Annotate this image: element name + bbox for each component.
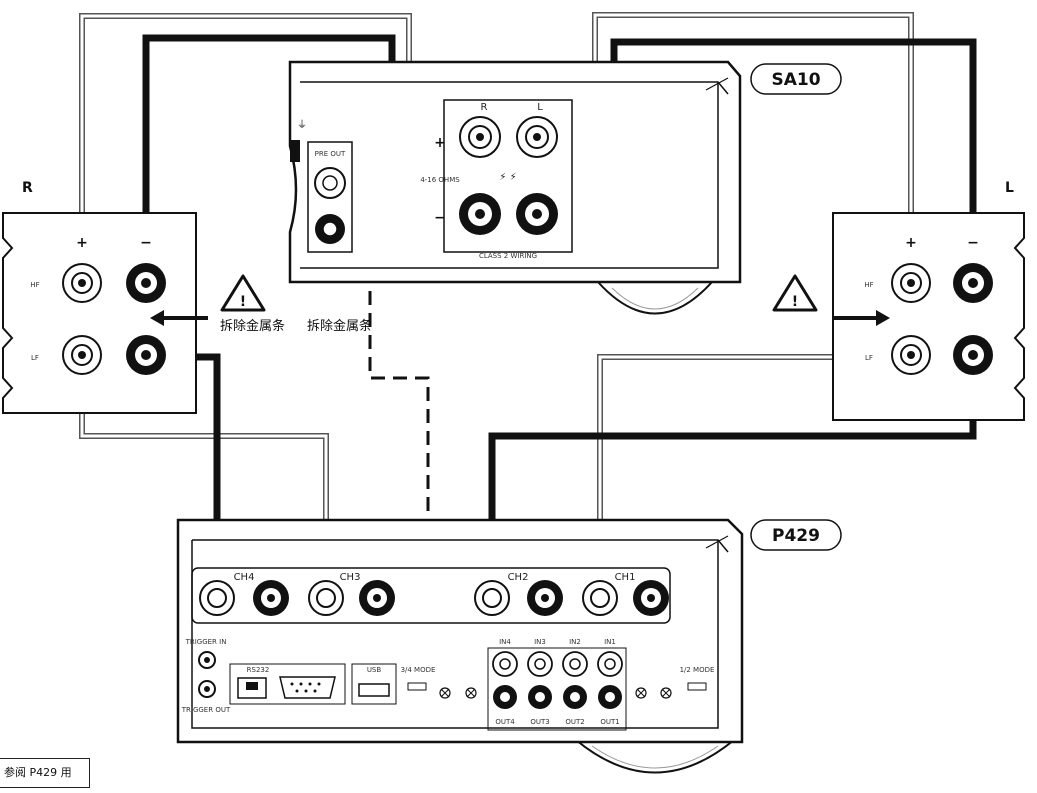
left-hf-label: HF (30, 281, 39, 289)
left-speaker-label: R (22, 180, 33, 196)
in2-label: IN2 (569, 638, 581, 646)
left-lf-label: LF (31, 354, 39, 362)
svg-text:!: ! (240, 294, 246, 310)
sa10-speaker-block (443, 99, 573, 253)
right-warning: ! (772, 274, 890, 326)
right-hf-minus-sign: − (967, 235, 979, 251)
p429-output-strip (191, 567, 671, 624)
left-speaker-r: R + − HF LF (2, 180, 197, 414)
warning-text-right: 拆除金属条 (307, 318, 372, 334)
right-speaker-label: L (1005, 180, 1014, 196)
usb-label: USB (367, 666, 382, 674)
out1-label: OUT1 (600, 718, 619, 726)
out4-label: OUT4 (495, 718, 515, 726)
ch4-label: CH4 (234, 572, 255, 583)
left-warning: ! 拆除金属条 拆除金属条 (150, 274, 372, 334)
ch2-label: CH2 (508, 572, 529, 583)
in4-label: IN4 (499, 638, 511, 646)
out3-label: OUT3 (530, 718, 549, 726)
arrow-right-icon (876, 310, 890, 326)
left-hf-plus-sign: + (76, 235, 88, 251)
sa10-l-label: L (537, 102, 543, 113)
usb-block (351, 663, 397, 705)
sa10-r-label: R (481, 102, 488, 113)
mode-12-switch (687, 682, 707, 691)
mode-34-switch (407, 682, 427, 691)
rs232-label: RS232 (247, 666, 270, 674)
svg-text:SA10: SA10 (771, 70, 820, 90)
ch3-label: CH3 (340, 572, 361, 583)
pre-out-label: PRE OUT (315, 150, 346, 158)
warning-triangle-icon (220, 274, 266, 312)
svg-text:P429: P429 (772, 526, 820, 546)
right-hf-label: HF (864, 281, 873, 289)
pre-out-block (307, 141, 353, 253)
sa10-ohms-label: 4-16 OHMS (420, 176, 460, 184)
right-speaker-l: L + − HF LF (832, 180, 1025, 421)
sa10-wiring-label: CLASS 2 WIRING (479, 252, 537, 260)
in1-label: IN1 (604, 638, 616, 646)
sa10-label-pill: SA10 (750, 63, 842, 95)
sa10-amplifier: ⏚ PRE OUT R L + − 4-16 OHMS CLASS 2 WIRI… (288, 60, 742, 315)
usb-port-icon (358, 683, 390, 697)
rs232-block (229, 663, 346, 705)
arrow-left-icon (150, 310, 164, 326)
rca-in-row (492, 651, 623, 677)
svg-text:⏚: ⏚ (297, 119, 307, 131)
ch1-label: CH1 (615, 572, 636, 583)
sa10-plus-sign: + (434, 135, 446, 151)
mode-12-label: 1/2 MODE (680, 666, 715, 674)
warning-text-left: 拆除金属条 (220, 318, 285, 334)
serial-port-icon (279, 676, 336, 699)
mode-34-label: 3/4 MODE (401, 666, 436, 674)
trigger-out-label: TRIGGER OUT (181, 706, 231, 714)
rca-out-row (493, 685, 622, 709)
svg-text:⚡ ⚡: ⚡ ⚡ (499, 172, 516, 183)
p429-amplifier: CH4 CH3 CH2 CH1 TRIGGER IN TRIGGER OUT (176, 518, 744, 774)
warning-triangle-icon (772, 274, 818, 312)
right-hf-plus-sign: + (905, 235, 917, 251)
reference-note: 参阅 P429 用 (0, 758, 90, 788)
in3-label: IN3 (534, 638, 546, 646)
rca-block (487, 647, 627, 731)
left-hf-minus-sign: − (140, 235, 152, 251)
right-lf-label: LF (865, 354, 873, 362)
out2-label: OUT2 (565, 718, 584, 726)
svg-text:!: ! (792, 294, 798, 310)
sa10-minus-sign: − (434, 210, 446, 226)
trigger-in-label: TRIGGER IN (185, 638, 227, 646)
p429-label-pill: P429 (750, 519, 842, 551)
